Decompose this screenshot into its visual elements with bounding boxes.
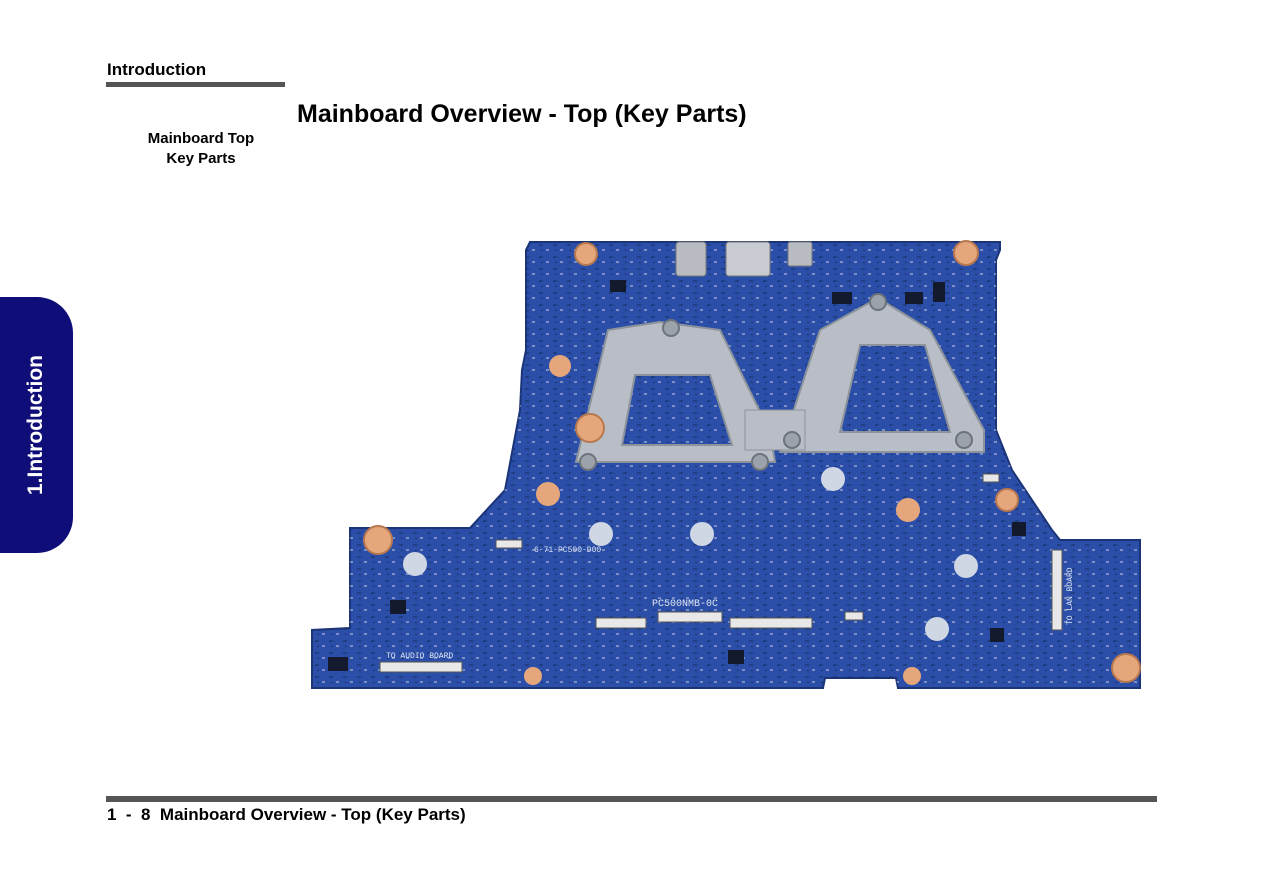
footer: 1 - 8 Mainboard Overview - Top (Key Part… bbox=[107, 805, 466, 825]
heatsink-bracket-right bbox=[778, 296, 985, 453]
section-header-rule bbox=[106, 82, 285, 87]
mainboard-photo: PC500NMB-0C 6-71-PC500-D00 TO AUDIO BOAR… bbox=[311, 240, 1141, 689]
section-header: Introduction bbox=[107, 60, 207, 79]
silkscreen-pn: 6-71-PC500-D00 bbox=[534, 546, 601, 555]
chapter-tab-label: 1.Introduction bbox=[24, 355, 47, 495]
silkscreen-board-id: PC500NMB-0C bbox=[652, 599, 718, 610]
footer-page-number: 1 - 8 bbox=[107, 805, 151, 824]
side-heading-line1: Mainboard Top bbox=[147, 130, 255, 147]
side-heading: Mainboard Top Key Parts bbox=[130, 129, 272, 169]
heatsink-bracket-left bbox=[574, 320, 777, 463]
hdmi-connector bbox=[725, 241, 771, 277]
mini-dp-connector bbox=[787, 241, 813, 267]
usb-c-connector bbox=[675, 241, 707, 277]
chapter-tab: 1.Introduction bbox=[0, 297, 73, 553]
silkscreen-audio: TO AUDIO BOARD bbox=[386, 652, 453, 661]
footer-rule bbox=[106, 796, 1157, 802]
side-heading-line2: Key Parts bbox=[166, 150, 236, 167]
footer-title: Mainboard Overview - Top (Key Parts) bbox=[159, 805, 466, 824]
page-title: Mainboard Overview - Top (Key Parts) bbox=[297, 100, 747, 128]
silkscreen-lan: TO LAN BOARD bbox=[1066, 567, 1075, 625]
